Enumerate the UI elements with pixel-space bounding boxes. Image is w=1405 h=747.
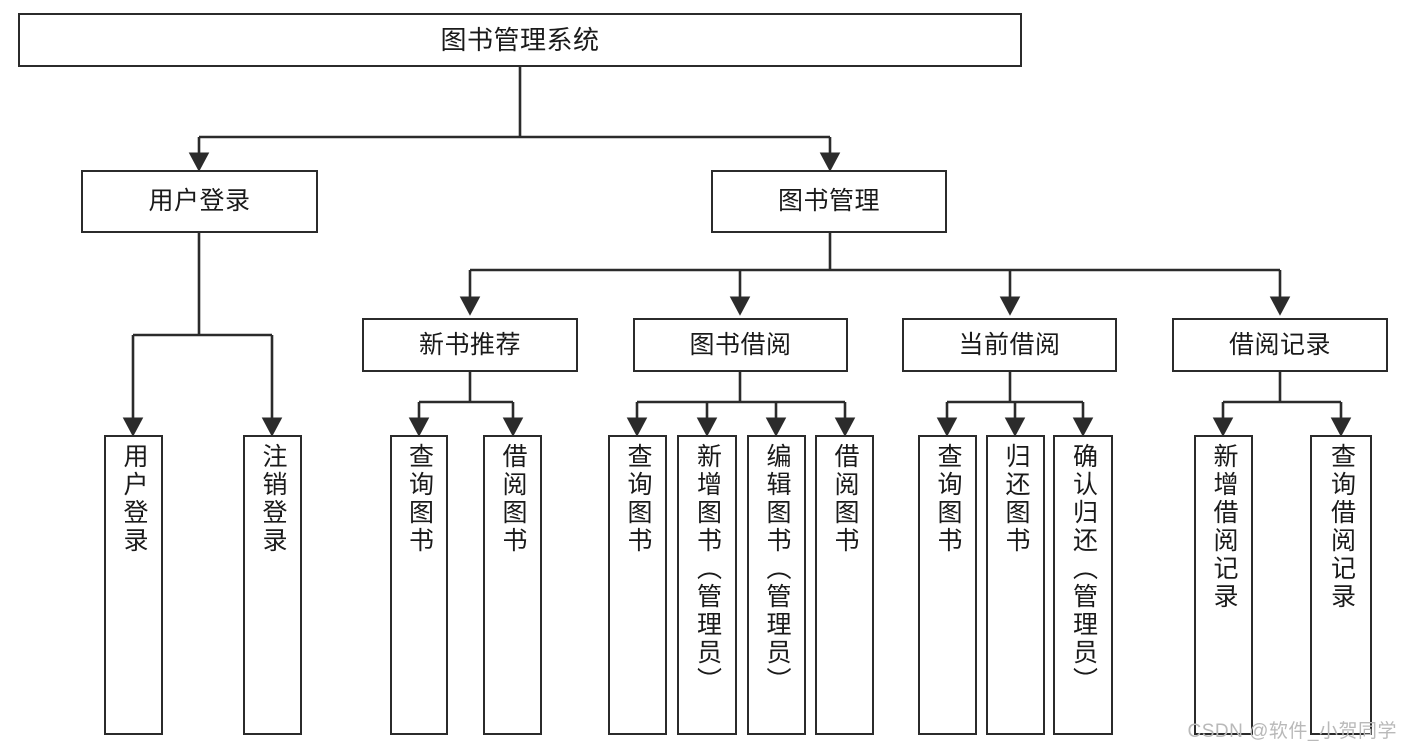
node-label: 借阅图书: [499, 443, 527, 555]
csdn-watermark: CSDN @软件_小贺同学: [1187, 721, 1397, 742]
node-label: 新增借阅记录: [1210, 443, 1238, 611]
node-label: 查询借阅记录: [1327, 443, 1356, 611]
node-leaf-edit-book[interactable]: 编辑图书（管理员）: [747, 435, 806, 735]
node-book-management[interactable]: 图书管理: [711, 170, 947, 233]
node-leaf-return-book[interactable]: 归还图书: [986, 435, 1045, 735]
node-label: 注销登录: [259, 443, 287, 555]
node-leaf-user-login[interactable]: 用户登录: [104, 435, 163, 735]
node-label: 新书推荐: [418, 330, 521, 359]
node-leaf-query-book-3[interactable]: 查询图书: [918, 435, 977, 735]
node-label: 归还图书: [1002, 443, 1030, 555]
node-label: 图书管理: [777, 187, 880, 215]
node-label: 当前借阅: [958, 330, 1061, 359]
node-label: 确认归还（管理员）: [1069, 443, 1098, 695]
node-label: 用户登录: [148, 187, 251, 215]
node-label: 编辑图书（管理员）: [763, 443, 791, 695]
node-book-borrow[interactable]: 图书借阅: [633, 318, 848, 372]
node-leaf-query-record[interactable]: 查询借阅记录: [1310, 435, 1372, 735]
node-label: 查询图书: [405, 443, 434, 555]
node-label: 新增图书（管理员）: [693, 443, 722, 695]
node-leaf-add-record[interactable]: 新增借阅记录: [1194, 435, 1253, 735]
node-root-system[interactable]: 图书管理系统: [18, 13, 1022, 67]
node-label: 借阅记录: [1228, 330, 1331, 359]
node-label: 用户登录: [120, 443, 148, 555]
node-new-book-recommend[interactable]: 新书推荐: [362, 318, 578, 372]
node-leaf-confirm-return[interactable]: 确认归还（管理员）: [1053, 435, 1113, 735]
node-label: 图书借阅: [689, 330, 792, 359]
node-user-login[interactable]: 用户登录: [81, 170, 318, 233]
node-leaf-add-book[interactable]: 新增图书（管理员）: [677, 435, 737, 735]
node-label: 借阅图书: [831, 443, 859, 555]
node-leaf-borrow-book-2[interactable]: 借阅图书: [815, 435, 874, 735]
node-label: 查询图书: [934, 443, 962, 555]
node-borrow-record[interactable]: 借阅记录: [1172, 318, 1388, 372]
node-label: 查询图书: [624, 443, 652, 555]
node-current-borrow[interactable]: 当前借阅: [902, 318, 1117, 372]
node-leaf-borrow-book-1[interactable]: 借阅图书: [483, 435, 542, 735]
node-label: 图书管理系统: [440, 24, 600, 55]
node-leaf-query-book-1[interactable]: 查询图书: [390, 435, 448, 735]
node-leaf-query-book-2[interactable]: 查询图书: [608, 435, 667, 735]
node-leaf-logout-login[interactable]: 注销登录: [243, 435, 302, 735]
